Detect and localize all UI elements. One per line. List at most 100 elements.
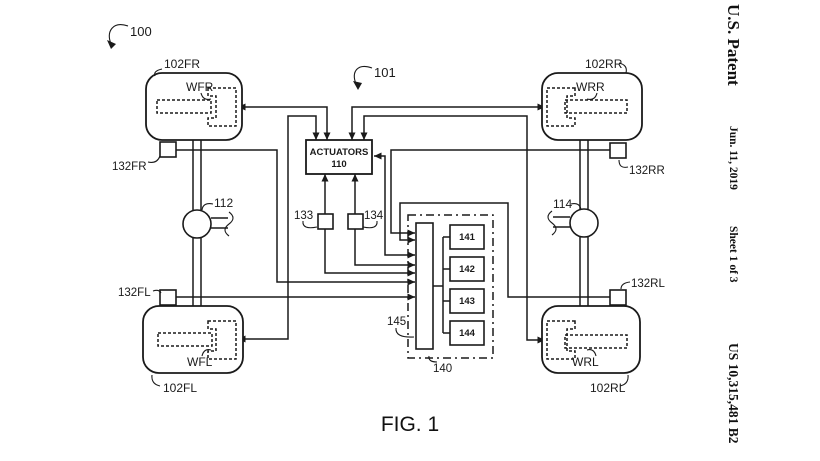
processor-bar-145	[415, 222, 434, 350]
ref-132rr-label: 132RR	[629, 165, 665, 177]
wire-actuators-wrl	[363, 115, 545, 341]
ref-134-leader	[362, 220, 378, 229]
tire-hub-fr-icon	[207, 87, 237, 127]
ref-102rl-leader	[619, 374, 629, 387]
ref-100: 100	[107, 24, 152, 49]
arrow-into-145-6	[407, 278, 415, 286]
arrow-into-actuators-bottom-1	[321, 174, 329, 182]
sensor-132fl-box	[159, 289, 177, 306]
arrow-into-145-4	[407, 261, 415, 269]
ref-102rl-label: 102RL	[590, 381, 626, 395]
ref-132rl-leader	[620, 281, 631, 290]
wire-actuators-wfr	[238, 106, 328, 140]
ref-101-arrowhead	[353, 81, 362, 90]
ref-141-label: 141	[459, 232, 476, 243]
front-shaft-break-icon	[224, 211, 234, 237]
ref-112-label: 112	[214, 196, 233, 210]
wheel-assembly-rr: WRR 102RR	[541, 57, 643, 141]
wire-134-controller	[354, 229, 415, 266]
arrow-into-actuators-top-2	[323, 132, 331, 140]
ref-114-label: 114	[553, 197, 572, 211]
front-shaft-stub	[211, 217, 228, 229]
sensor-132rl: 132RL	[609, 278, 665, 306]
wheel-assembly-fr: WFR 102FR	[145, 57, 243, 141]
ref-140-leader	[428, 355, 438, 363]
module-143-box	[449, 288, 485, 314]
controller-bus	[433, 236, 450, 334]
rear-axle	[547, 140, 599, 306]
ref-132rl-label: 132RL	[631, 278, 665, 290]
sensor-132rr: 132RR	[609, 142, 665, 177]
sensor-132rl-box	[609, 289, 627, 306]
sensor-133: 133	[294, 210, 334, 230]
wheel-box-fr	[145, 72, 243, 141]
tire-hub-fl-icon	[207, 320, 237, 360]
arrow-into-actuators-bottom-2	[351, 174, 359, 182]
figure-caption: FIG. 1	[381, 413, 439, 436]
patent-publication-label: U.S. Patent	[724, 4, 743, 86]
ref-100-arrowhead	[107, 40, 116, 49]
ref-112-leader	[201, 203, 214, 211]
ref-144-label: 144	[459, 328, 476, 339]
rear-shaft-break-icon	[547, 210, 557, 236]
wire-132fr-controller	[176, 149, 415, 283]
wheel-box-rr	[541, 72, 643, 141]
ref-143-label: 143	[459, 296, 475, 307]
patent-sheet-label: Sheet 1 of 3	[727, 226, 739, 283]
arrow-into-actuators-right	[374, 152, 382, 160]
ref-133-label: 133	[294, 210, 313, 222]
arrow-into-actuators-top-3	[348, 132, 356, 140]
ref-132fr-leader	[147, 155, 161, 163]
ref-132rr-leader	[618, 159, 629, 168]
sensor-132fl: 132FL	[118, 287, 177, 306]
wrr-label: WRR	[576, 80, 605, 94]
module-141-box	[449, 224, 485, 250]
wheel-box-fl	[142, 305, 244, 374]
sensor-133-box	[317, 213, 334, 230]
ref-100-label: 100	[130, 24, 152, 39]
ref-102rr-leader	[618, 62, 627, 74]
wrr-leader	[586, 92, 598, 100]
ref-102fr-leader	[154, 68, 163, 77]
rear-axle-joint-circle	[569, 208, 599, 238]
wire-actuators-wfl	[238, 115, 317, 340]
wheel-assembly-rl: WRL 102RL	[541, 305, 641, 395]
actuators-block: ACTUATORS 110	[305, 139, 373, 175]
wfl-label: WFL	[187, 355, 213, 369]
actuators-box	[305, 139, 373, 175]
sensor-132fr: 132FR	[112, 141, 177, 173]
wire-132rr-controller	[390, 149, 610, 234]
controller-block: 141 142 143 144 145 140	[387, 214, 494, 375]
wrl-leader	[586, 349, 597, 357]
ref-140-label: 140	[433, 363, 452, 375]
front-axle-joint-circle	[182, 209, 212, 239]
arrow-into-145-5	[407, 269, 415, 277]
arrow-into-145-7	[407, 293, 415, 301]
ref-101: 101	[353, 65, 396, 90]
tire-band-rr-icon	[564, 99, 628, 114]
tire-band-rl-icon	[564, 334, 628, 349]
ref-101-arrow-curve	[353, 66, 373, 85]
figure-1-diagram: WFR 102FR WRR 102RR WFL 102FL	[107, 24, 665, 436]
tire-band-fl-icon	[157, 332, 213, 347]
ref-132fr-label: 132FR	[112, 161, 147, 173]
sensor-132fr-box	[159, 141, 177, 158]
ref-132fl-label: 132FL	[118, 287, 151, 299]
ref-133-leader	[302, 220, 318, 229]
wire-actuators-wrr	[351, 106, 545, 140]
ref-145-leader	[395, 327, 415, 338]
wheel-assembly-fl: WFL 102FL	[142, 305, 244, 395]
ref-145-label: 145	[387, 316, 406, 328]
wire-133-controller	[324, 229, 415, 274]
patent-number-label: US 10,315,481 B2	[726, 343, 741, 444]
wire-132rl-controller	[399, 202, 610, 298]
module-142-box	[449, 256, 485, 282]
module-144-box	[449, 320, 485, 346]
patent-date-label: Jun. 11, 2019	[727, 126, 739, 190]
arrow-into-actuators-top-1	[312, 132, 320, 140]
wfr-leader	[200, 92, 212, 100]
front-axle	[182, 140, 234, 306]
ref-142-label: 142	[459, 264, 475, 275]
wfr-label: WFR	[186, 80, 214, 94]
